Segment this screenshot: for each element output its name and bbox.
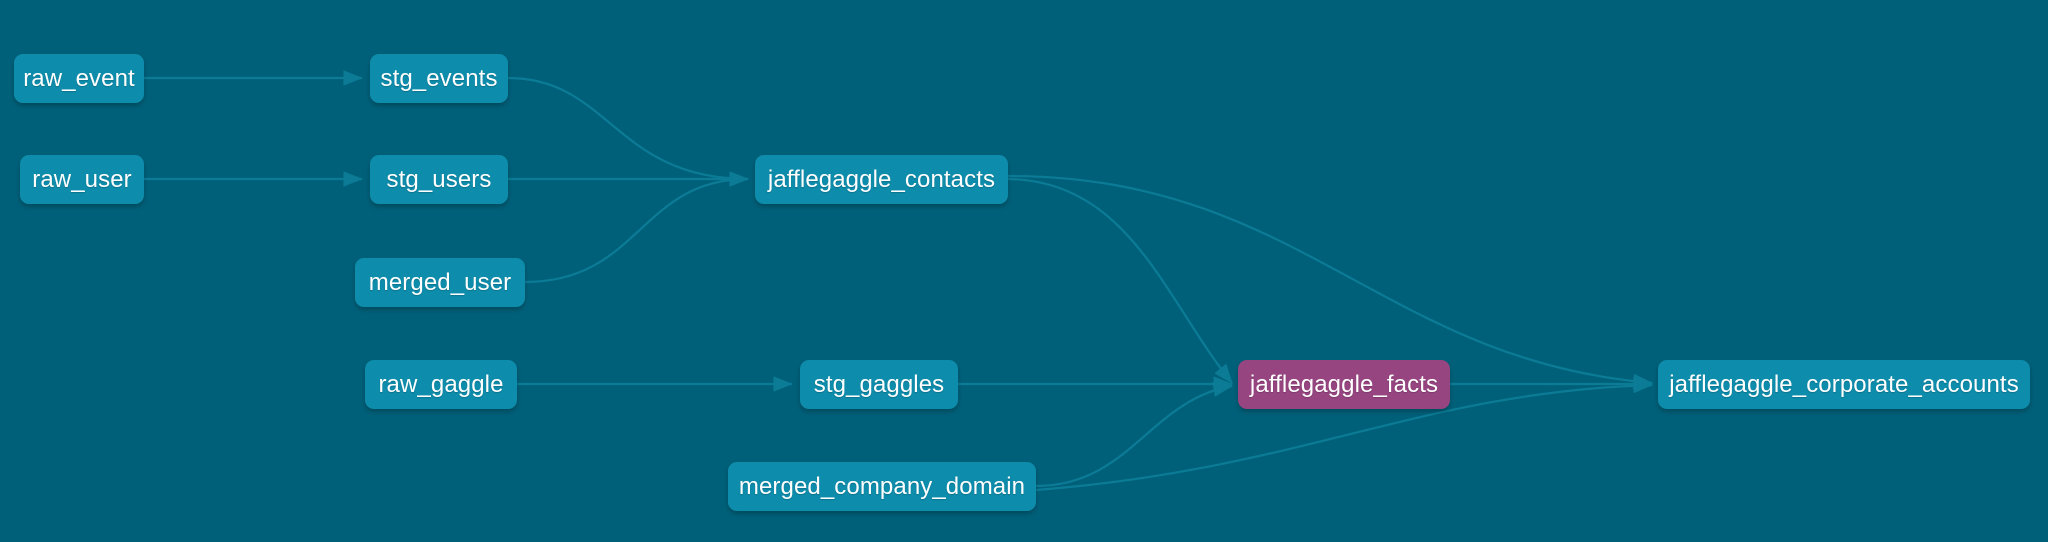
node-label: stg_gaggles xyxy=(813,370,945,398)
graph-node-jafflegaggle_corporate_accounts[interactable]: jafflegaggle_corporate_accounts xyxy=(1658,360,2030,409)
node-label: raw_event xyxy=(23,64,135,92)
node-label: jafflegaggle_contacts xyxy=(767,165,996,193)
node-label: stg_users xyxy=(386,165,492,193)
edge-merged_company_domain-to-jafflegaggle_facts xyxy=(1035,381,1234,488)
graph-node-merged_company_domain[interactable]: merged_company_domain xyxy=(728,462,1036,511)
edge-jafflegaggle_contacts-to-jafflegaggle_facts xyxy=(1007,177,1233,384)
node-label: merged_user xyxy=(368,268,512,296)
graph-node-stg_events[interactable]: stg_events xyxy=(370,54,508,103)
graph-node-jafflegaggle_facts[interactable]: jafflegaggle_facts xyxy=(1238,360,1450,409)
edge-jafflegaggle_contacts-to-jafflegaggle_corporate_accounts xyxy=(1007,174,1654,390)
graph-node-stg_users[interactable]: stg_users xyxy=(370,155,508,204)
graph-node-stg_gaggles[interactable]: stg_gaggles xyxy=(800,360,958,409)
node-label: raw_user xyxy=(32,165,132,193)
graph-node-raw_gaggle[interactable]: raw_gaggle xyxy=(365,360,517,409)
node-label: raw_gaggle xyxy=(378,370,504,398)
node-label: jafflegaggle_facts xyxy=(1249,370,1439,398)
edge-stg_events-to-jafflegaggle_contacts xyxy=(507,76,750,187)
graph-node-raw_event[interactable]: raw_event xyxy=(14,54,144,103)
node-label: stg_events xyxy=(380,64,498,92)
graph-node-raw_user[interactable]: raw_user xyxy=(20,155,144,204)
node-label: merged_company_domain xyxy=(738,472,1026,500)
edge-merged_user-to-jafflegaggle_contacts xyxy=(524,171,750,284)
graph-node-merged_user[interactable]: merged_user xyxy=(355,258,525,307)
node-label: jafflegaggle_corporate_accounts xyxy=(1669,370,2019,398)
graph-node-jafflegaggle_contacts[interactable]: jafflegaggle_contacts xyxy=(755,155,1008,204)
